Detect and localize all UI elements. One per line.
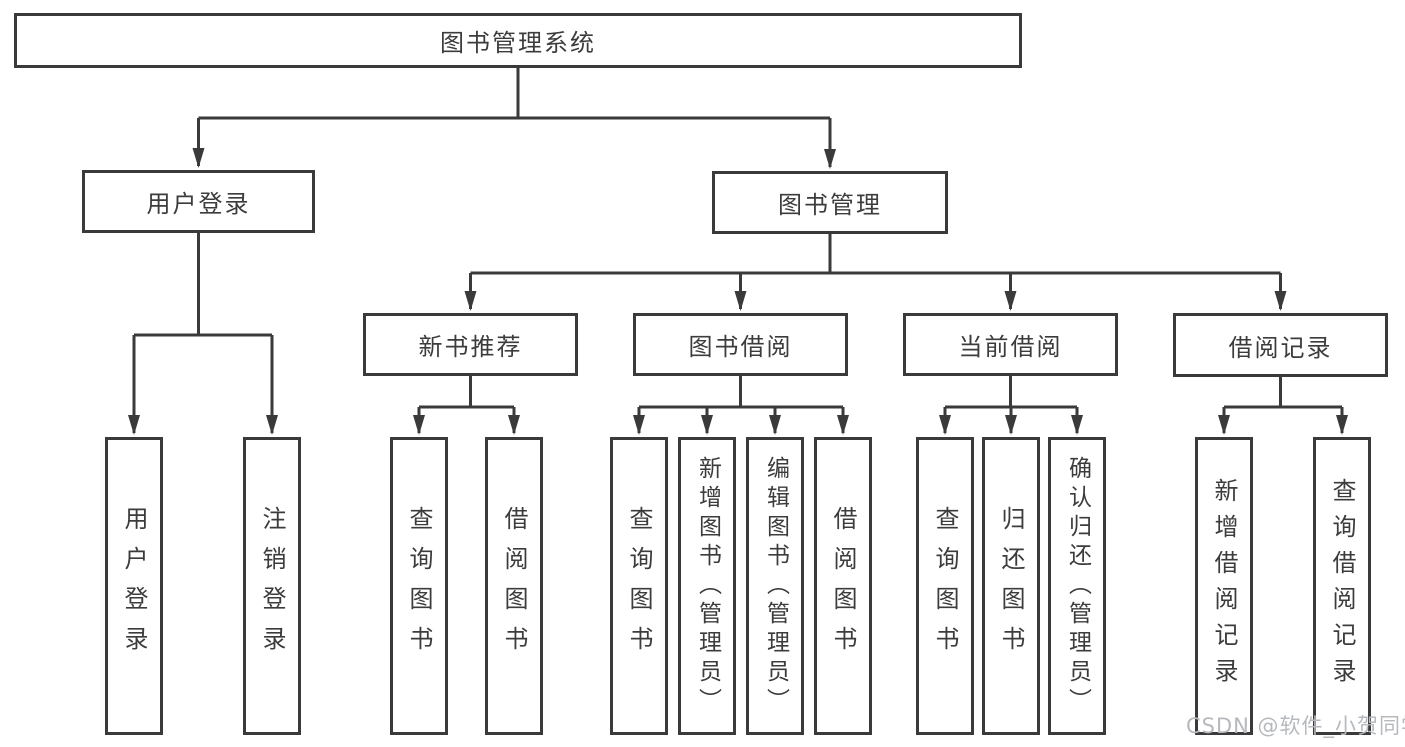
leaf-return-book: 归还图书	[982, 437, 1040, 735]
watermark: CSDN @软件_小贺同学	[1186, 714, 1405, 738]
node-book-borrow: 图书借阅	[633, 313, 848, 376]
leaf-query-book-current: 查询图书	[916, 437, 974, 735]
leaf-query-book-current-label: 查询图书	[931, 506, 959, 666]
node-book-management: 图书管理	[712, 171, 948, 234]
node-new-book-recommend: 新书推荐	[363, 313, 578, 376]
leaf-confirm-return-admin: 确认归还（管理员）	[1048, 437, 1106, 735]
leaf-user-login-label: 用户登录	[120, 506, 148, 666]
leaf-add-book-admin-label: 新增图书（管理员）	[694, 455, 721, 717]
node-current-borrow: 当前借阅	[903, 313, 1118, 376]
leaf-query-borrow-record-label: 查询借阅记录	[1328, 478, 1356, 694]
leaf-add-book-admin: 新增图书（管理员）	[678, 437, 736, 735]
leaf-confirm-return-admin-label: 确认归还（管理员）	[1064, 455, 1091, 717]
leaf-user-login: 用户登录	[105, 437, 163, 735]
leaf-borrow-book-label: 借阅图书	[829, 506, 857, 666]
leaf-edit-book-admin: 编辑图书（管理员）	[746, 437, 804, 735]
node-library-system: 图书管理系统	[14, 13, 1022, 68]
leaf-query-book-borrow: 查询图书	[610, 437, 668, 735]
leaf-query-book-recommend-label: 查询图书	[405, 506, 433, 666]
leaf-return-book-label: 归还图书	[997, 506, 1025, 666]
leaf-logout-label: 注销登录	[258, 506, 286, 666]
leaf-query-book-recommend: 查询图书	[390, 437, 448, 735]
leaf-add-borrow-record-label: 新增借阅记录	[1210, 478, 1238, 694]
leaf-edit-book-admin-label: 编辑图书（管理员）	[762, 455, 789, 717]
leaf-borrow-book-recommend: 借阅图书	[485, 437, 543, 735]
leaf-borrow-book: 借阅图书	[814, 437, 872, 735]
node-borrow-record: 借阅记录	[1173, 313, 1388, 377]
leaf-query-book-borrow-label: 查询图书	[625, 506, 653, 666]
leaf-borrow-book-recommend-label: 借阅图书	[500, 506, 528, 666]
node-user-login: 用户登录	[82, 170, 315, 233]
leaf-logout: 注销登录	[243, 437, 301, 735]
leaf-add-borrow-record: 新增借阅记录	[1195, 437, 1253, 735]
leaf-query-borrow-record: 查询借阅记录	[1313, 437, 1371, 735]
